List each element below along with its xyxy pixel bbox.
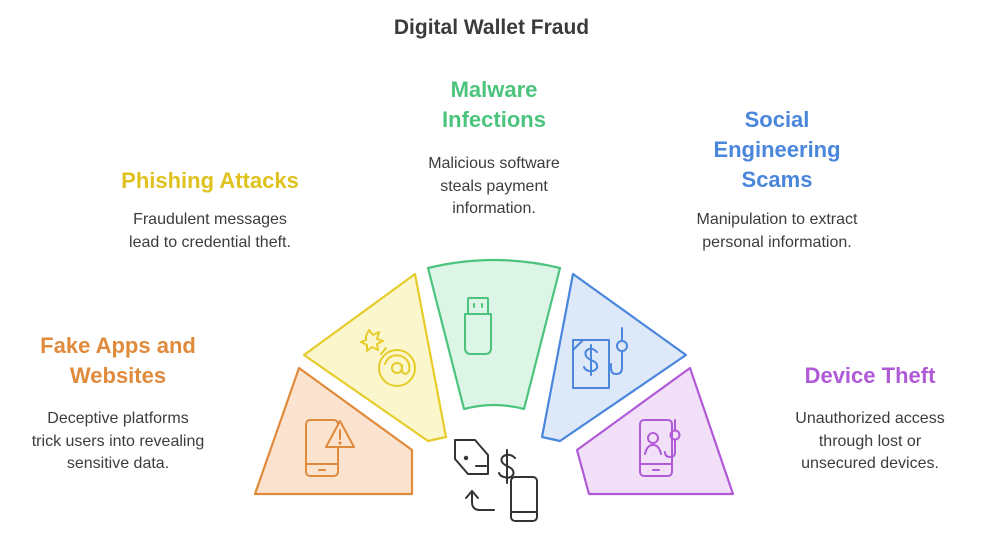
label-malware: Malware Infections (394, 75, 594, 135)
phone-warning-icon (305, 419, 355, 477)
label-line: Engineering (713, 137, 841, 162)
email-bomb-icon (360, 329, 416, 387)
label-line: Scams (741, 167, 813, 192)
label-social-engineering: Social Engineering Scams (677, 105, 877, 195)
label-line: Malware (450, 77, 538, 102)
desc-device-theft: Unauthorized access through lost or unse… (757, 408, 983, 476)
desc-phishing: Fraudulent messages lead to credential t… (100, 209, 320, 254)
desc-line: Deceptive platforms (47, 410, 189, 427)
label-device-theft: Device Theft (770, 361, 970, 391)
wallet-money-exchange-icon (454, 439, 538, 522)
desc-line: trick users into revealing (31, 432, 205, 450)
label-phishing: Phishing Attacks (90, 166, 330, 196)
label-line: Social (744, 107, 810, 132)
desc-line: steals payment (440, 177, 548, 195)
desc-line: Malicious software (428, 155, 560, 172)
diagram-title: Digital Wallet Fraud (393, 16, 590, 39)
label-line: Websites (69, 363, 167, 388)
usb-drive-icon (464, 297, 492, 355)
label-line: Phishing Attacks (121, 168, 299, 193)
desc-line: unsecured devices. (801, 455, 939, 472)
desc-line: information. (452, 200, 536, 217)
label-line: Fake Apps and (40, 333, 196, 358)
desc-line: through lost or (818, 432, 922, 450)
desc-line: Manipulation to extract (696, 211, 858, 228)
label-line: Infections (442, 107, 546, 132)
segment-phishing (302, 272, 448, 443)
desc-line: Fraudulent messages (133, 211, 287, 228)
segment-social-engineering (540, 272, 688, 443)
segment-malware (426, 258, 562, 411)
desc-line: personal information. (702, 233, 852, 251)
phone-user-hook-icon (639, 419, 681, 477)
desc-fake-apps: Deceptive platforms trick users into rev… (0, 408, 236, 476)
desc-social-engineering: Manipulation to extract personal informa… (662, 209, 892, 254)
label-line: Device Theft (804, 363, 936, 388)
desc-malware: Malicious software steals payment inform… (384, 153, 604, 221)
desc-line: Unauthorized access (795, 410, 945, 427)
desc-line: lead to credential theft. (129, 233, 291, 251)
desc-line: sensitive data. (66, 455, 170, 472)
label-fake-apps: Fake Apps and Websites (20, 331, 216, 391)
document-hook-icon (572, 327, 628, 389)
segment-device-theft (575, 366, 735, 496)
segment-fake-apps (253, 366, 414, 496)
